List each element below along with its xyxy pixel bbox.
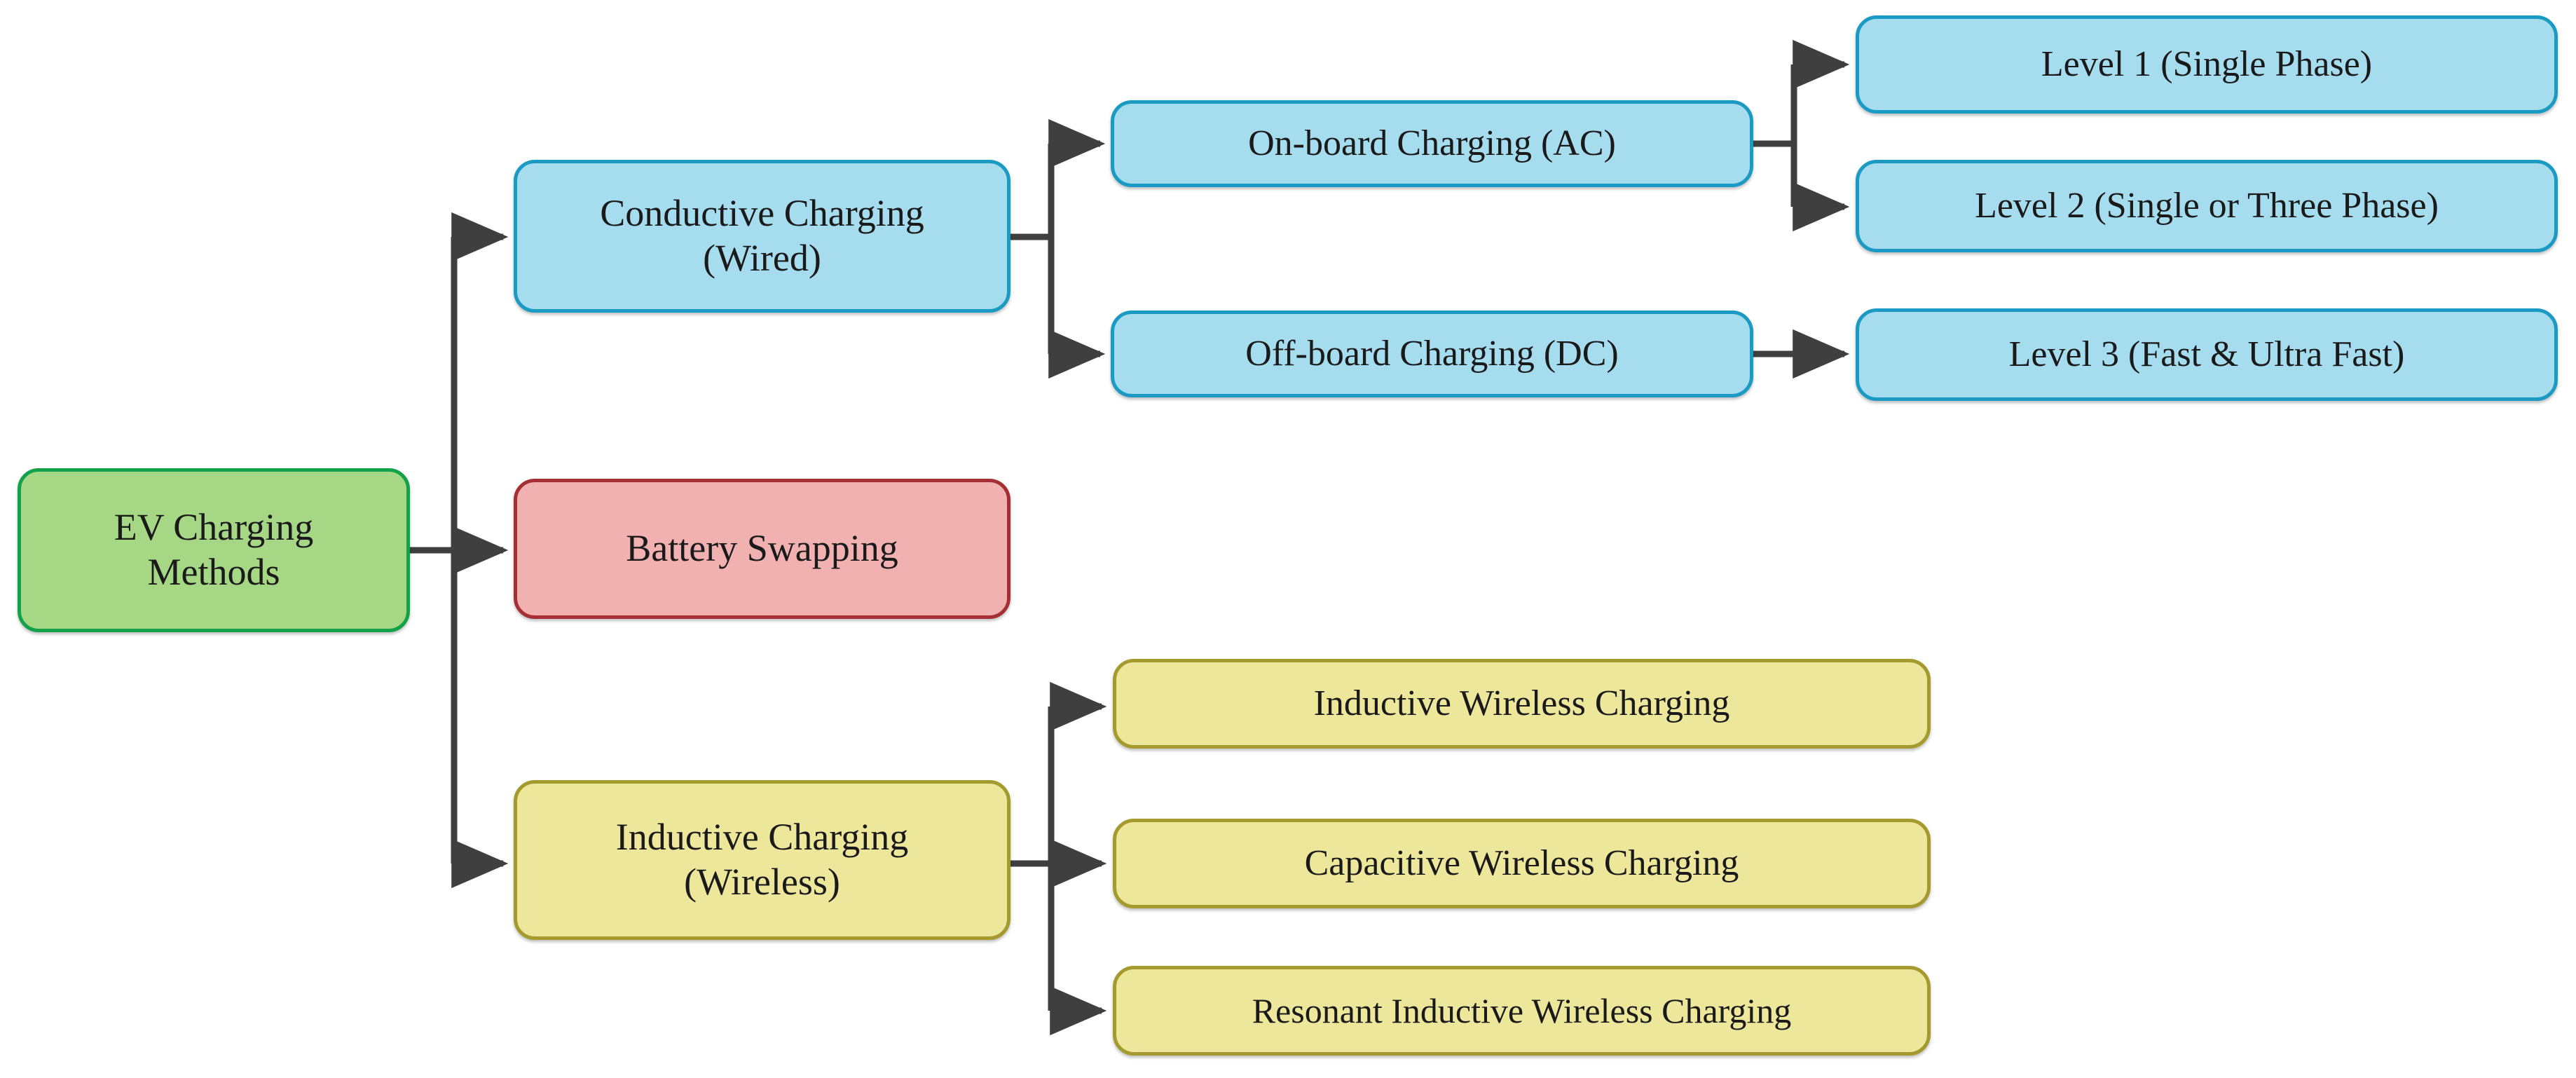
node-label: Off-board Charging (DC) [1245,334,1619,374]
node-battery-swapping[interactable]: Battery Swapping [514,479,1010,619]
node-label: Inductive Charging (Wireless) [615,816,909,903]
node-resonant-inductive-wireless-charging[interactable]: Resonant Inductive Wireless Charging [1113,966,1931,1056]
node-label: Conductive Charging (Wired) [600,192,924,279]
node-offboard-charging-dc[interactable]: Off-board Charging (DC) [1111,311,1753,397]
node-level-3[interactable]: Level 3 (Fast & Ultra Fast) [1856,308,2558,401]
node-label: Capacitive Wireless Charging [1304,843,1739,884]
node-label: Inductive Wireless Charging [1313,683,1730,724]
node-inductive-charging[interactable]: Inductive Charging (Wireless) [514,780,1010,940]
node-level-2[interactable]: Level 2 (Single or Three Phase) [1856,160,2558,252]
node-ev-charging-methods[interactable]: EV Charging Methods [18,468,410,632]
node-inductive-wireless-charging[interactable]: Inductive Wireless Charging [1113,659,1931,749]
node-label: Level 1 (Single Phase) [2041,44,2373,85]
node-level-1[interactable]: Level 1 (Single Phase) [1856,15,2558,114]
node-label: Battery Swapping [626,527,898,570]
node-onboard-charging-ac[interactable]: On-board Charging (AC) [1111,100,1753,187]
node-label: Level 2 (Single or Three Phase) [1975,186,2439,226]
node-conductive-charging[interactable]: Conductive Charging (Wired) [514,160,1010,313]
node-label: Level 3 (Fast & Ultra Fast) [2008,334,2405,375]
node-capacitive-wireless-charging[interactable]: Capacitive Wireless Charging [1113,819,1931,908]
node-label: EV Charging Methods [114,506,314,593]
node-label: On-board Charging (AC) [1248,123,1616,164]
node-label: Resonant Inductive Wireless Charging [1252,990,1792,1030]
